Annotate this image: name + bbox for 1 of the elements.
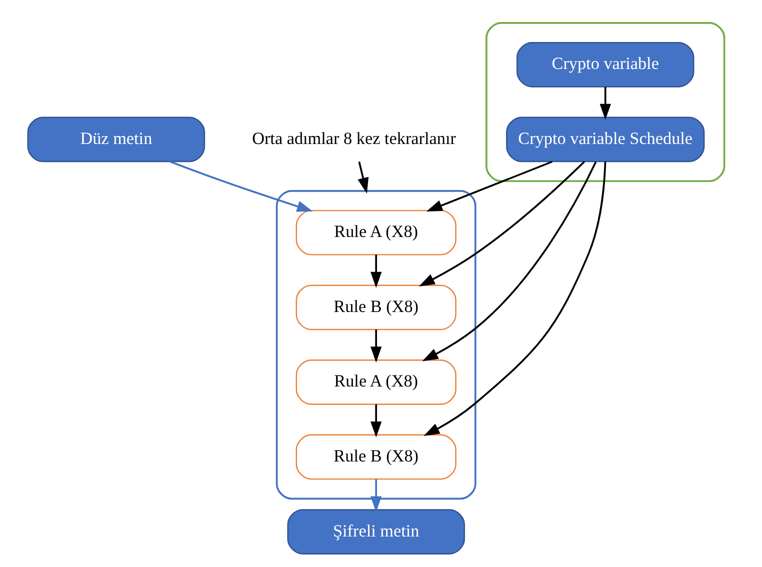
node-text: Orta adımlar 8 kez tekrarlanır <box>252 128 456 148</box>
